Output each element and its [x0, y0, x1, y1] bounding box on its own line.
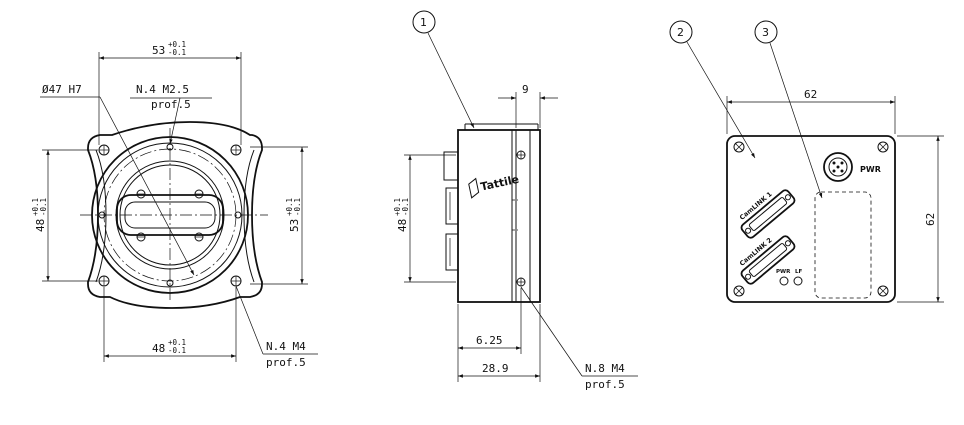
camlink-2-label: CamLINK 2: [738, 236, 774, 268]
front-height-right-tol-minus: -0.1: [293, 198, 302, 216]
rear-body: [726, 135, 896, 303]
front-height-left-tol-minus: -0.1: [39, 198, 48, 216]
front-corner-hole: [98, 144, 110, 156]
side-hole-note-line2: prof.5: [585, 378, 625, 391]
front-corner-note-line2: prof.5: [266, 356, 306, 369]
camlink-1-label: CamLINK 1: [738, 190, 774, 222]
side-hole: [516, 277, 526, 287]
front-width-top-dim: 53: [152, 44, 165, 57]
pwr-led: [779, 276, 789, 286]
callout-2-label: 2: [677, 26, 684, 39]
tattile-logo-text: Tattile: [479, 173, 520, 194]
front-corner-hole: [230, 275, 242, 287]
front-width-top-tol-plus: +0.1: [168, 40, 186, 49]
side-hole: [516, 150, 526, 160]
front-hole-note-line2: prof.5: [151, 98, 191, 111]
front-width-top-tol-minus: -0.1: [168, 48, 186, 57]
lf-led: [793, 276, 803, 286]
tattile-logo: Tattile: [468, 173, 520, 199]
front-corner-note-line1: N.4 M4: [266, 340, 306, 353]
callout-3: [754, 20, 778, 44]
side-dim-top: 9: [522, 83, 529, 96]
front-corner-hole: [98, 275, 110, 287]
front-width-bottom-dim: 48: [152, 342, 165, 355]
front-hole-note-line1: N.4 M2.5: [136, 83, 189, 96]
front-corner-hole: [230, 144, 242, 156]
side-dim-b: 28.9: [482, 362, 509, 375]
front-height-left-dim: 48: [34, 219, 47, 232]
side-connector: [445, 187, 459, 225]
rear-height-dim: 62: [924, 213, 937, 226]
callout-1-label: 1: [420, 16, 427, 29]
rear-view: 2 3 PWR CamLINK 1: [669, 20, 944, 303]
front-width-bottom-tol-minus: -0.1: [168, 346, 186, 355]
side-height-tol-plus: +0.1: [393, 198, 402, 216]
side-hole-note-line1: N.8 M4: [585, 362, 625, 375]
side-connector: [445, 233, 459, 271]
camlink-1-connector: CamLINK 1: [738, 189, 796, 239]
callout-3-label: 3: [762, 26, 769, 39]
callout-2: [669, 20, 693, 44]
side-height-dim: 48: [396, 219, 409, 232]
side-body: [457, 129, 541, 303]
label-area: [814, 191, 872, 299]
rear-corner-screw: [733, 285, 745, 297]
rear-width-dim: 62: [804, 88, 817, 101]
pwr-led-label: PWR: [776, 269, 791, 275]
front-height-right-tol-plus: +0.1: [285, 198, 294, 216]
front-diameter-label: Ø47 H7: [42, 83, 82, 96]
rear-corner-screw: [877, 285, 889, 297]
pwr-connector-label: PWR: [860, 165, 881, 174]
power-connector: [823, 152, 853, 182]
front-width-bottom-tol-plus: +0.1: [168, 338, 186, 347]
side-height-tol-minus: -0.1: [401, 198, 410, 216]
lf-led-label: LF: [795, 269, 803, 275]
rear-corner-screw: [733, 141, 745, 153]
front-body-outline: [87, 121, 263, 309]
side-dim-a: 6.25: [476, 334, 503, 347]
side-view: 1 Tattile 9: [393, 10, 638, 391]
rear-corner-screw: [877, 141, 889, 153]
side-connector: [443, 151, 459, 181]
camlink-2-connector: CamLINK 2: [738, 235, 796, 285]
front-height-right-dim: 53: [288, 219, 301, 232]
front-height-left-tol-plus: +0.1: [31, 198, 40, 216]
front-view: 53 +0.1 -0.1 Ø47 H7 N.4 M2.5 prof.5 48 +…: [31, 40, 318, 369]
callout-1: [412, 10, 436, 34]
